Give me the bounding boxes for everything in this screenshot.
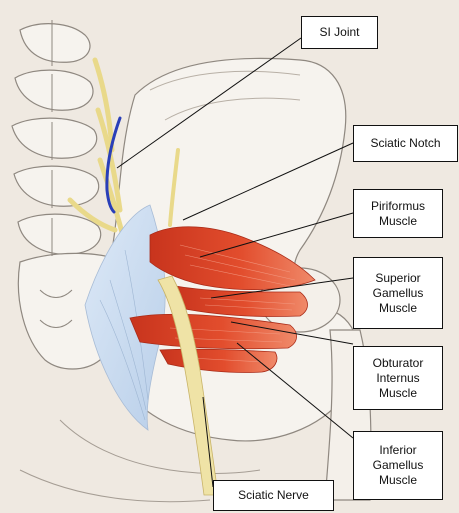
label-inferior-gamellus-muscle: Inferior Gamellus Muscle [353, 431, 443, 500]
label-superior-gamellus-muscle: Superior Gamellus Muscle [353, 257, 443, 329]
label-obturator-internus-muscle: Obturator Internus Muscle [353, 346, 443, 410]
label-sciatic-nerve: Sciatic Nerve [213, 480, 334, 511]
label-piriformus-muscle: Piriformus Muscle [353, 189, 443, 238]
label-sciatic-notch: Sciatic Notch [353, 125, 458, 162]
label-si-joint: SI Joint [301, 16, 378, 49]
